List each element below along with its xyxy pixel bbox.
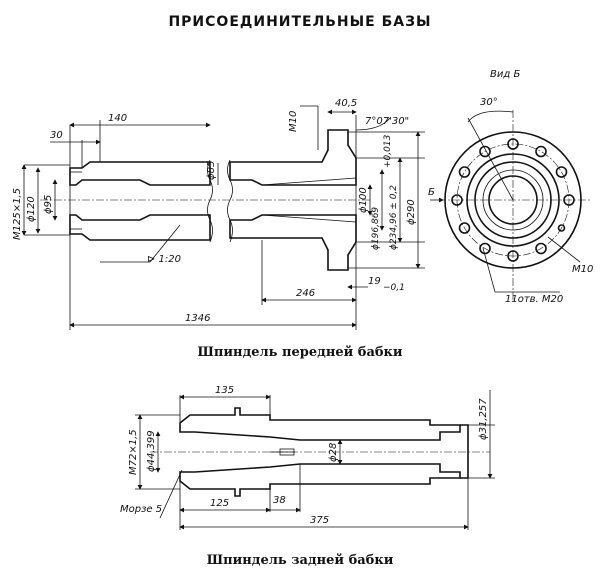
dim-dia196-tol: +0,013 [383,134,393,168]
view-b-angle: 30° [480,97,498,108]
dim-dia44: ϕ44,399 [146,430,157,472]
rear-slot [279,448,295,456]
view-b-letter: Б [428,187,435,198]
dim-dia100: ϕ100 [358,187,369,213]
flange-hole [563,194,575,206]
dim-375: 375 [310,515,329,526]
dim-38: 38 [273,495,286,506]
flange-hole [557,224,566,232]
view-b-m10: M10 [572,264,593,275]
flange-hole [535,242,547,255]
dim-dia85: ϕ85 [206,161,217,180]
flange-hole [507,250,519,262]
view-b-holes: 11отв. M20 [505,294,563,305]
front-spindle-drawing: 140 30 1346 246 19 −0,1 ⊳ 1:20 M125×1,5 … [12,98,425,330]
front-wall-upper-right [229,129,357,186]
dim-dia120: ϕ120 [26,196,37,222]
dim-135: 135 [215,385,234,396]
front-spindle-caption: Шпиндель передней бабки [197,345,403,360]
view-b-label: Вид Б [490,69,520,80]
dim-30: 30 [50,130,63,141]
flange-hole [479,145,491,158]
dim-dia290: ϕ290 [406,199,417,225]
dim-taper: ⊳ 1:20 [147,254,181,265]
view-b-flange: Вид Б 30° Б M10 11отв. M20 [428,69,593,305]
rear-wall-upper [179,407,461,441]
front-wall-lower-left [69,214,211,241]
dim-dia234: ϕ234,96 ± 0,2 [389,185,399,250]
dim-40-5: 40,5 [335,98,357,109]
flange-hole [458,222,471,234]
dim-125: 125 [210,498,229,509]
page-title: ПРИСОЕДИНИТЕЛЬНЫЕ БАЗЫ [168,14,432,30]
flange-bolt-holes [451,138,575,262]
rear-spindle-caption: Шпиндель задней бабки [206,553,394,568]
front-break-right [227,159,233,243]
flange-hole [535,145,547,158]
dim-140: 140 [108,113,127,124]
rear-wall-lower [179,463,461,497]
rear-spindle-drawing: 135 M72×1,5 ϕ44,399 ϕ28 ϕ31,257 Морзе 5 … [120,385,495,530]
flange-hole [458,166,471,178]
flange-hole [507,138,519,150]
flange-hole [451,194,463,206]
flange-hole [479,242,491,255]
front-wall-upper-left [69,161,211,186]
dim-m72: M72×1,5 [128,429,139,475]
dim-dia31: ϕ31,257 [478,398,489,440]
front-break-left [207,159,213,243]
dim-morse: Морзе 5 [120,504,162,515]
dim-dia196: ϕ196,869 [371,207,381,250]
dim-m125: M125×1,5 [12,188,23,240]
dim-m10: M10 [288,111,299,132]
front-wall-lower-right [229,214,357,271]
dim-dia95: ϕ95 [43,195,54,214]
flange-hole [555,166,568,178]
dim-19: 19 [368,276,381,287]
dim-1346: 1346 [185,313,210,324]
dim-dia28: ϕ28 [328,443,339,462]
dim-angle: 7°07'30" [365,116,409,127]
dim-19-tol: −0,1 [383,283,405,293]
dim-246: 246 [296,288,315,299]
